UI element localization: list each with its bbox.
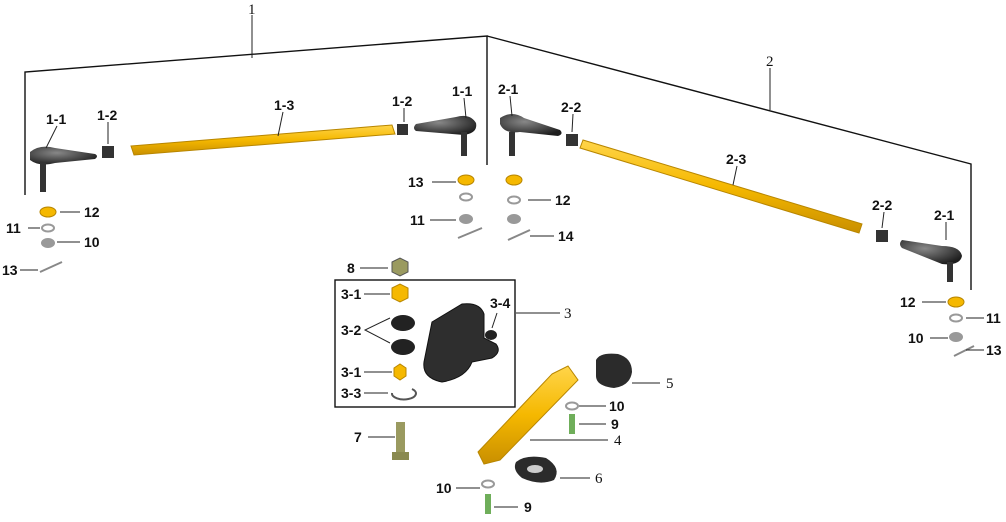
label-6: 6	[595, 471, 603, 487]
label-7: 7	[354, 429, 362, 445]
tie-rod-end-1-1-right	[414, 115, 477, 156]
label-1-3: 1-3	[274, 97, 294, 113]
grommet-3-2-top	[391, 315, 415, 331]
label-1-1-left: 1-1	[46, 111, 66, 127]
label-1-1-right: 1-1	[452, 83, 472, 99]
label-11-left: 11	[6, 220, 21, 236]
grommet-3-4	[485, 330, 497, 340]
label-9-upper: 9	[611, 416, 619, 432]
label-13-right: 13	[986, 342, 1002, 358]
tie-rod-end-2-1-right	[900, 240, 962, 282]
tie-rod-end-2-1-left	[500, 114, 562, 156]
bushing-3-1-bottom	[393, 363, 407, 381]
label-3-4: 3-4	[490, 295, 510, 311]
label-2-1-left: 2-1	[498, 81, 518, 97]
label-group-3: 3	[564, 306, 572, 322]
label-1-2-right: 1-2	[392, 93, 412, 109]
hardware-right	[947, 296, 975, 357]
circlip-3-3	[391, 388, 417, 401]
hardware-center-1	[457, 174, 483, 239]
washer-bolt-10-9-upper	[565, 401, 579, 434]
nut-2-2-right	[876, 230, 888, 242]
hardware-center-2	[505, 174, 531, 241]
nut-1-2-right	[397, 124, 408, 135]
label-10-right: 10	[908, 330, 924, 346]
label-11-right: 11	[986, 310, 1001, 326]
label-13-center: 13	[408, 174, 424, 190]
label-3-3: 3-3	[341, 385, 361, 401]
grommet-3-2-bottom	[391, 339, 415, 355]
tie-rod-end-1-1-left	[30, 146, 97, 192]
label-14: 14	[558, 228, 574, 244]
group-2-frame	[486, 35, 972, 290]
label-group-1: 1	[248, 2, 256, 18]
label-3-1-bottom: 3-1	[341, 364, 361, 380]
bushing-3-1-top	[391, 283, 409, 303]
label-12-left: 12	[84, 204, 100, 220]
label-12-right: 12	[900, 294, 916, 310]
label-10-upper: 10	[609, 398, 625, 414]
label-4: 4	[614, 433, 622, 449]
arm-4	[477, 365, 579, 465]
label-8: 8	[347, 260, 355, 276]
label-10-left: 10	[84, 234, 100, 250]
rod-2-3	[579, 139, 863, 234]
label-3-1-top: 3-1	[341, 286, 361, 302]
label-3-2: 3-2	[341, 322, 361, 338]
leader-lines	[20, 95, 984, 508]
label-11-center: 11	[410, 212, 425, 228]
bolt-7	[392, 422, 409, 460]
label-12-center: 12	[555, 192, 571, 208]
label-13-left: 13	[2, 262, 18, 278]
label-10-lower: 10	[436, 480, 452, 496]
label-2-1-right: 2-1	[934, 207, 954, 223]
label-2-3: 2-3	[726, 151, 746, 167]
label-5: 5	[666, 376, 674, 392]
nut-2-2-left	[566, 134, 578, 146]
washer-bolt-10-9-lower	[481, 479, 495, 514]
bracket-3	[423, 303, 499, 383]
label-1-2-left: 1-2	[97, 107, 117, 123]
group-1-frame	[24, 15, 488, 195]
rubber-block-5	[596, 353, 632, 388]
nut-8	[391, 257, 409, 277]
group-3-frame	[334, 279, 516, 408]
label-group-2: 2	[766, 54, 774, 70]
hardware-left	[39, 206, 63, 273]
label-2-2-right: 2-2	[872, 197, 892, 213]
label-2-2-left: 2-2	[561, 99, 581, 115]
nut-1-2-left	[102, 146, 114, 158]
label-9-lower: 9	[524, 499, 532, 515]
rod-1-3	[130, 124, 396, 156]
